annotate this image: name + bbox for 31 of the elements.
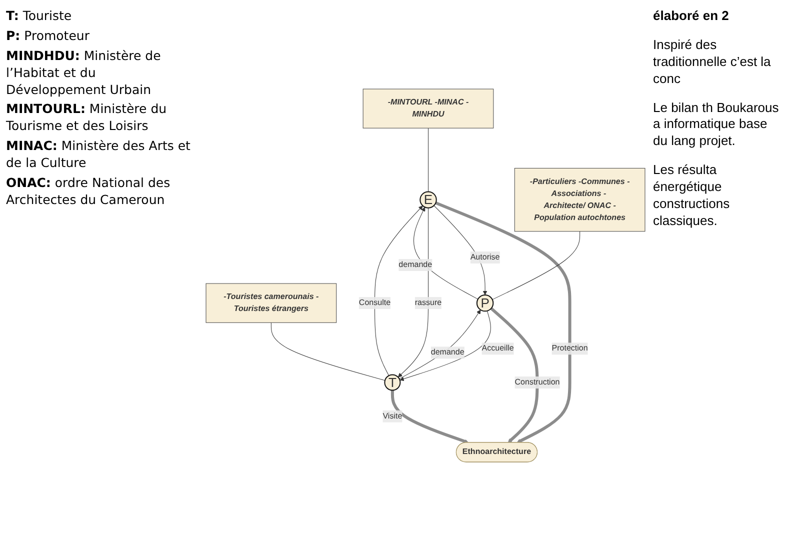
arrow bbox=[434, 204, 488, 295]
arrow bbox=[435, 200, 572, 443]
legend-entry: MINDHDU: Ministère de l’Habitat et du Développement Urbain bbox=[6, 48, 162, 98]
bullet-paragraph: Le bilan th Boukarous a informatique base du lang projet. bbox=[653, 100, 780, 150]
text-heading: élaboré en 2 bbox=[653, 8, 730, 25]
bullet-paragraph: Inspiré des traditionnelle c’est la conc bbox=[653, 36, 772, 88]
legend-entry: MINTOURL: Ministère du Tourisme et des Loisirs bbox=[6, 101, 168, 136]
edge-label: Consulte bbox=[358, 298, 391, 307]
edge-label: Construction bbox=[514, 378, 560, 386]
edge-label: Protection bbox=[552, 344, 588, 352]
connector bbox=[492, 230, 580, 300]
legend-entry: ONAC: ordre National des Architectes du Cameroun bbox=[6, 174, 172, 209]
legend-entry: P: Promoteur bbox=[6, 28, 90, 45]
arrow bbox=[490, 306, 539, 442]
legend-entry: T: Touriste bbox=[6, 8, 73, 25]
edge-label: demande bbox=[398, 260, 432, 269]
bullet-paragraph: Les résulta énergétique constructions classiques. bbox=[653, 162, 731, 230]
node-circle: E bbox=[420, 190, 437, 208]
arrow bbox=[390, 390, 469, 443]
node-circle: P bbox=[476, 294, 494, 312]
connector bbox=[270, 322, 386, 380]
edge-label: Accueille bbox=[482, 344, 514, 352]
arrow bbox=[374, 205, 423, 376]
edge-label: Visite bbox=[382, 411, 402, 420]
edge-label: demande bbox=[430, 348, 464, 356]
node-box: -MINTOURL -MINAC -MINHDU bbox=[362, 88, 494, 128]
node-box: -Touristes camerounais -Touristes étrangers bbox=[206, 282, 337, 322]
node-box: -Particuliers -Communes -Associations - Architecte/ ONAC -Population autochtones bbox=[514, 167, 646, 232]
node-circle: T bbox=[384, 374, 401, 390]
edge-label: rassure bbox=[414, 298, 442, 307]
edge-label: Autorise bbox=[470, 252, 500, 261]
